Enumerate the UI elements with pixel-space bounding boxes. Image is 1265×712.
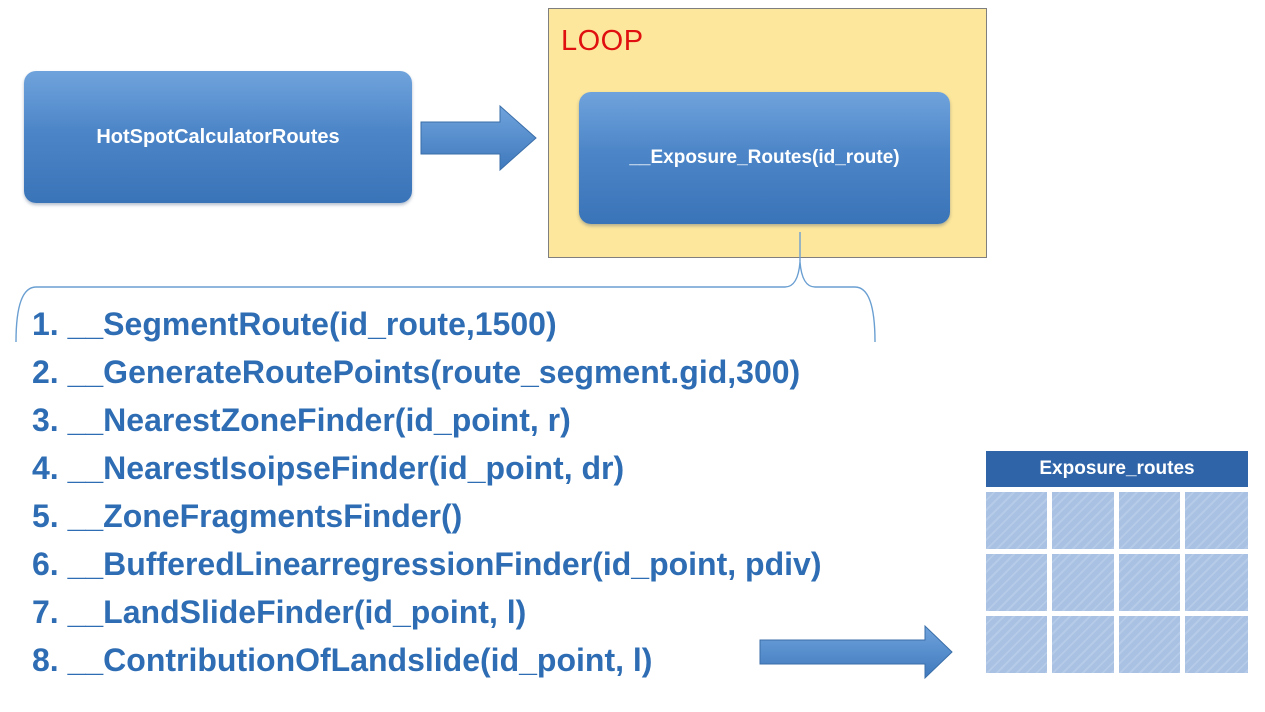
exposure-routes-box: __Exposure_Routes(id_route)	[579, 92, 950, 224]
step-item: 5. __ZoneFragmentsFinder()	[32, 498, 463, 534]
table-cell	[1052, 492, 1114, 549]
table-cell	[1185, 616, 1248, 673]
table-cell	[1185, 554, 1248, 611]
table-cell	[1185, 492, 1248, 549]
table-cell	[1119, 554, 1180, 611]
table-title: Exposure_routes	[1039, 458, 1195, 479]
table-cell	[1052, 554, 1114, 611]
table-cell	[1119, 492, 1180, 549]
table-cell	[1052, 616, 1114, 673]
table-header: Exposure_routes	[986, 451, 1248, 487]
arrow-to-table-icon	[759, 624, 953, 680]
loop-label: LOOP	[561, 25, 644, 57]
table-cell	[986, 554, 1047, 611]
exposure-routes-label: __Exposure_Routes(id_route)	[629, 147, 900, 168]
hotspot-calculator-routes-box: HotSpotCalculatorRoutes	[24, 71, 412, 203]
steps-list: 1. __SegmentRoute(id_route,1500) 2. __Ge…	[32, 300, 821, 684]
arrow-to-loop-icon	[420, 104, 537, 172]
step-item: 4. __NearestIsoipseFinder(id_point, dr)	[32, 450, 625, 486]
step-item: 3. __NearestZoneFinder(id_point, r)	[32, 402, 571, 438]
table-cell	[986, 616, 1047, 673]
step-item: 7. __LandSlideFinder(id_point, l)	[32, 594, 527, 630]
exposure-routes-table: Exposure_routes	[986, 436, 1248, 686]
step-item: 6. __BufferedLinearregressionFinder(id_p…	[32, 546, 822, 582]
step-item: 1. __SegmentRoute(id_route,1500)	[32, 306, 557, 342]
table-cell	[1119, 616, 1180, 673]
brace-connector	[15, 232, 876, 343]
hotspot-calculator-routes-label: HotSpotCalculatorRoutes	[96, 125, 340, 148]
step-item: 2. __GenerateRoutePoints(route_segment.g…	[32, 354, 801, 390]
table-cell	[986, 492, 1047, 549]
step-item: 8. __ContributionOfLandslide(id_point, l…	[32, 642, 653, 678]
